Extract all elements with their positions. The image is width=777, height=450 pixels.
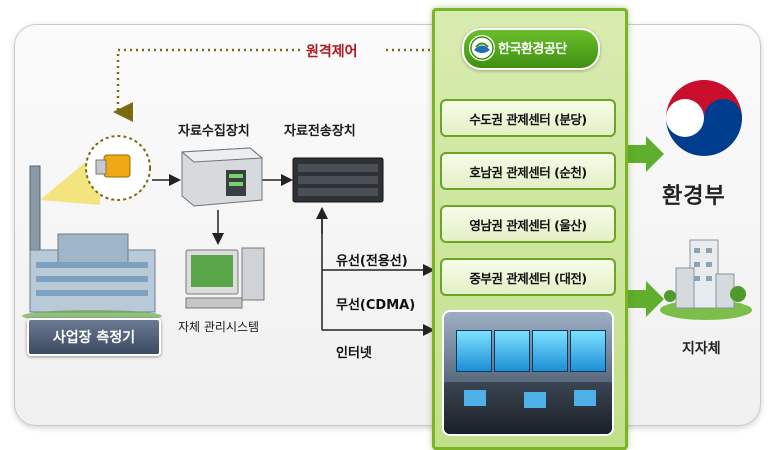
local-gov-label: 지자체 xyxy=(682,341,721,357)
network-wireless-label: 무선(CDMA) xyxy=(336,298,416,313)
arrow-to-local-gov xyxy=(626,281,664,317)
center-item-3: 영남권 관제센터 (울산) xyxy=(440,205,616,243)
remote-control-label: 원격제어 xyxy=(306,44,358,60)
diagram-panel xyxy=(14,24,761,426)
remote-control-line xyxy=(118,48,460,112)
sensor-beam xyxy=(40,150,100,205)
ministry-emblem-icon xyxy=(666,80,742,156)
org-name: 한국환경공단 xyxy=(498,42,567,57)
center-item-2: 호남권 관제센터 (순천) xyxy=(440,152,616,190)
ministry-label: 환경부 xyxy=(662,184,726,209)
own-system-label: 자체 관리시스템 xyxy=(178,320,260,334)
local-government-icon xyxy=(660,239,752,320)
org-logo-icon xyxy=(469,35,495,61)
network-internet-label: 인터넷 xyxy=(336,346,372,361)
network-wired-label: 유선(전용선) xyxy=(336,254,408,269)
center-item-4: 중부권 관제센터 (대전) xyxy=(440,258,616,296)
pc-workstation-icon xyxy=(185,247,265,309)
transmitter-label: 자료전송장치 xyxy=(284,124,356,139)
arrow-to-ministry xyxy=(626,136,664,172)
transmitter-device-icon xyxy=(292,157,384,203)
collector-device-icon xyxy=(180,147,264,207)
field-meter-label: 사업장 측정기 xyxy=(27,318,161,356)
collector-label: 자료수집장치 xyxy=(178,124,250,139)
control-room-photo xyxy=(442,310,614,436)
center-item-1: 수도권 관제센터 (분당) xyxy=(440,99,616,137)
factory-icon xyxy=(22,233,162,322)
